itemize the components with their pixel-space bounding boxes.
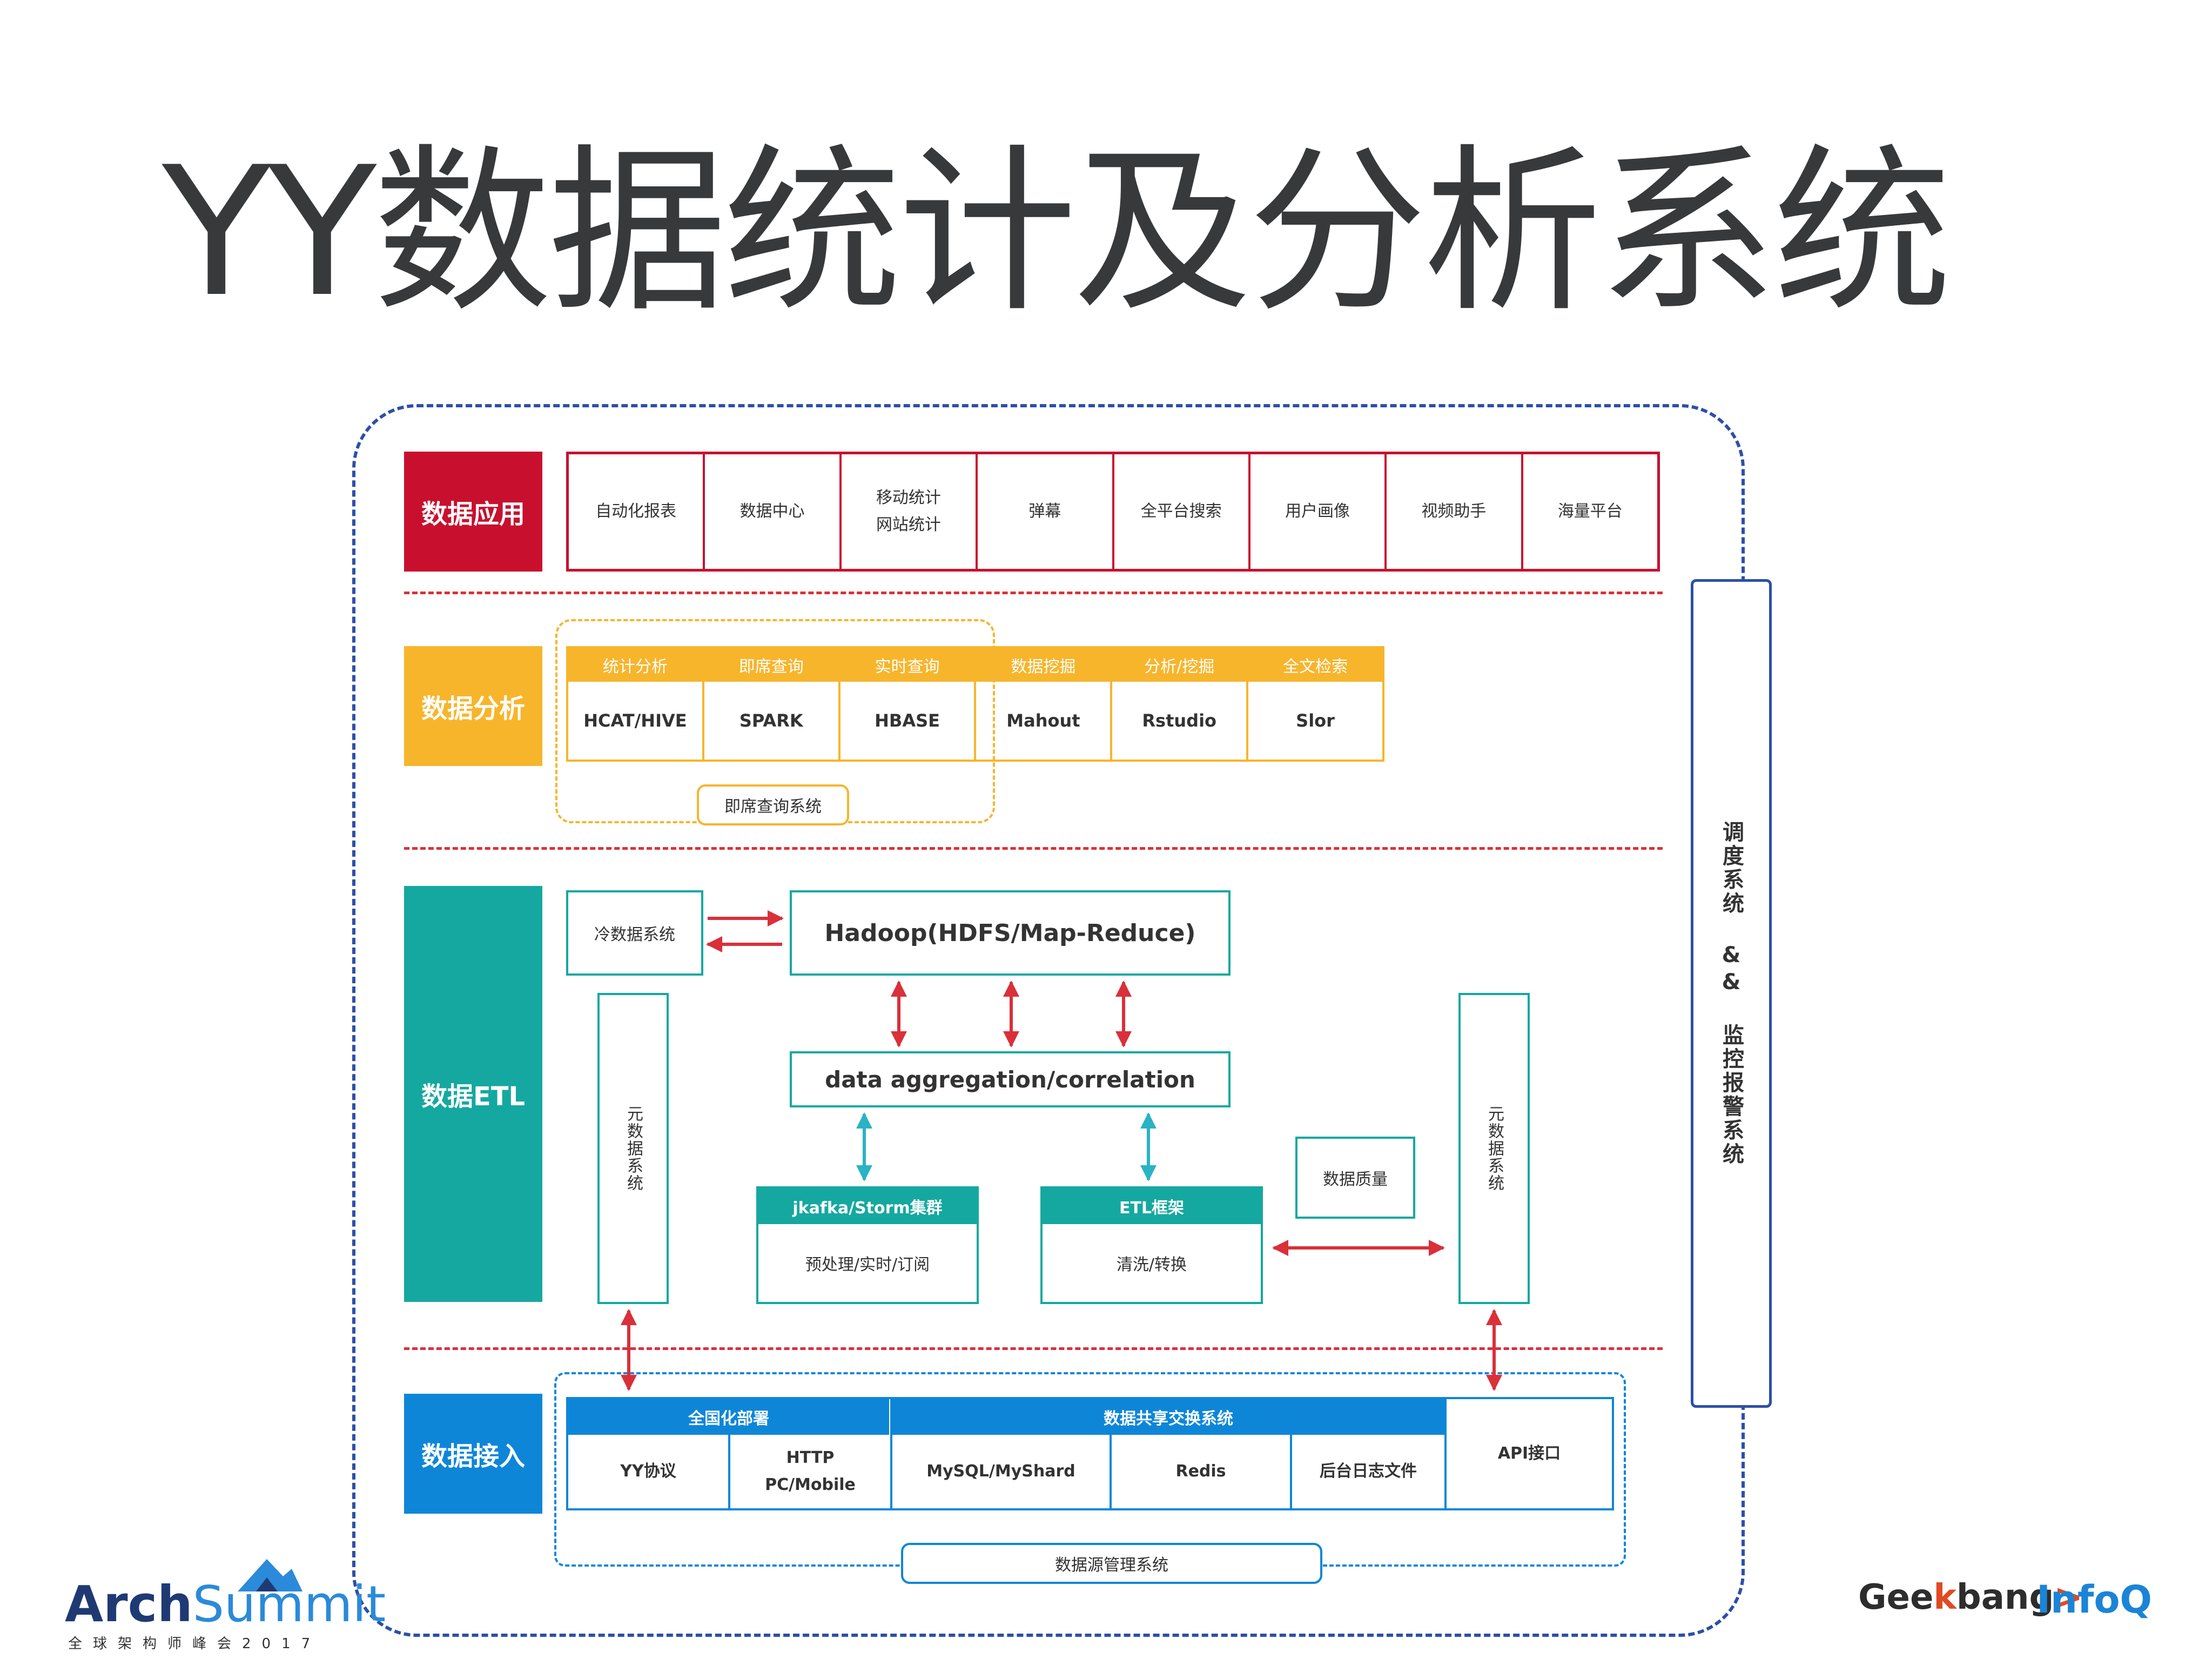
layer-divider xyxy=(404,1347,1663,1350)
etl-framework-body: 清洗/转换 xyxy=(1116,1255,1187,1274)
geekbang-logo-part: > xyxy=(2054,1577,2083,1617)
app-item: 移动统计 网站统计 xyxy=(842,454,978,569)
layer-label-analysis: 数据分析 xyxy=(404,646,542,766)
access-separator xyxy=(728,1435,730,1508)
access-separator xyxy=(1290,1435,1292,1508)
analysis-item: 全文检索 Slor xyxy=(1248,648,1382,760)
analysis-item: 数据挖掘 Mahout xyxy=(976,648,1113,760)
layer-divider xyxy=(404,592,1663,594)
layer-label-etl: 数据ETL xyxy=(404,886,542,1302)
scheduler-monitoring-box: 调度系统 && 监控报警系统 xyxy=(1691,579,1772,1408)
access-item-logs: 后台日志文件 xyxy=(1320,1462,1417,1481)
analysis-item-head: 全文检索 xyxy=(1248,648,1382,682)
layer-label-app: 数据应用 xyxy=(404,452,542,572)
analysis-items-row: 统计分析 HCAT/HIVE 即席查询 SPARK 实时查询 HBASE 数据挖… xyxy=(566,646,1384,762)
infoq-logo: InfoQ xyxy=(2036,1577,2152,1622)
kafka-storm-cluster-body: 预处理/实时/订阅 xyxy=(805,1255,930,1274)
layer-divider xyxy=(404,847,1663,850)
access-separator xyxy=(890,1399,892,1508)
analysis-item: 实时查询 HBASE xyxy=(840,648,977,760)
app-item-label: 视频助手 xyxy=(1421,502,1487,521)
metadata-system-left-label: 元数据系统 xyxy=(624,1105,643,1192)
geekbang-logo-part: bang xyxy=(1956,1577,2054,1617)
archsummit-wordmark-arch: Arch xyxy=(65,1575,193,1633)
access-item-http: HTTP PC/Mobile xyxy=(765,1448,856,1494)
slide-title: YY数据统计及分析系统 xyxy=(162,129,1952,336)
layer-label-access: 数据接入 xyxy=(404,1394,542,1514)
analysis-item-head: 分析/挖掘 xyxy=(1112,648,1247,682)
app-item: 全平台搜索 xyxy=(1114,454,1250,569)
app-item-label: 弹幕 xyxy=(1028,502,1061,521)
access-item-redis: Redis xyxy=(1175,1462,1226,1481)
geekbang-logo: Geekbang> xyxy=(1858,1577,2083,1631)
etl-framework-box: ETL框架 清洗/转换 xyxy=(1040,1186,1263,1304)
analysis-item: 统计分析 HCAT/HIVE xyxy=(568,648,704,760)
access-item-api: API接口 xyxy=(1497,1444,1561,1463)
access-separator xyxy=(1110,1435,1112,1508)
kafka-storm-cluster-box: jkafka/Storm集群 预处理/实时/订阅 xyxy=(756,1186,979,1304)
analysis-item-head: 数据挖掘 xyxy=(976,648,1111,682)
app-item: 海量平台 xyxy=(1523,454,1657,569)
analysis-item-head: 实时查询 xyxy=(840,648,974,682)
app-item-label: 移动统计 网站统计 xyxy=(876,488,941,534)
access-group-head-deploy: 全国化部署 xyxy=(568,1399,889,1435)
archsummit-subtitle: 全球架构师峰会2017 xyxy=(68,1636,321,1652)
access-separator xyxy=(1444,1399,1447,1508)
app-items-row: 自动化报表 数据中心 移动统计 网站统计 弹幕 全平台搜索 用户画像 视频助手 … xyxy=(566,452,1660,572)
analysis-item-head: 即席查询 xyxy=(704,648,838,682)
archsummit-wordmark-summit: Summit xyxy=(192,1575,386,1633)
cold-data-system-box: 冷数据系统 xyxy=(566,890,703,976)
archsummit-logo: ArchSummit 全球架构师峰会2017 xyxy=(65,1556,386,1652)
analysis-item-body: Mahout xyxy=(1006,710,1080,731)
analysis-item: 分析/挖掘 Rstudio xyxy=(1112,648,1249,760)
analysis-item-body: Slor xyxy=(1296,710,1335,731)
access-item-mysql: MySQL/MyShard xyxy=(926,1462,1075,1481)
geekbang-logo-part: Gee xyxy=(1858,1577,1934,1617)
data-source-management-label: 数据源管理系统 xyxy=(901,1543,1322,1584)
mountain-icon xyxy=(238,1559,302,1591)
archsummit-wordmark: ArchSummit xyxy=(65,1577,386,1631)
analysis-item-body: Rstudio xyxy=(1142,710,1217,731)
app-item: 数据中心 xyxy=(705,454,842,569)
app-item: 用户画像 xyxy=(1250,454,1387,569)
metadata-system-right-label: 元数据系统 xyxy=(1485,1105,1504,1192)
kafka-storm-cluster-head: jkafka/Storm集群 xyxy=(758,1188,977,1224)
analysis-item: 即席查询 SPARK xyxy=(704,648,841,760)
metadata-system-left: 元数据系统 xyxy=(597,993,669,1304)
metadata-system-right: 元数据系统 xyxy=(1458,993,1530,1304)
analysis-item-body: HBASE xyxy=(875,710,940,731)
aggregation-box: data aggregation/correlation xyxy=(790,1051,1231,1107)
analysis-item-body: SPARK xyxy=(739,710,803,731)
app-item: 视频助手 xyxy=(1387,454,1523,569)
scheduler-monitoring-label: 调度系统 && 监控报警系统 xyxy=(1719,821,1744,1166)
geekbang-logo-part: k xyxy=(1933,1577,1956,1617)
app-item-label: 自动化报表 xyxy=(595,502,677,521)
app-item-label: 海量平台 xyxy=(1557,502,1623,521)
analysis-item-body: HCAT/HIVE xyxy=(583,710,687,731)
access-group-head-exchange: 数据共享交换系统 xyxy=(892,1399,1444,1435)
access-items-row: 全国化部署 数据共享交换系统 YY协议 HTTP PC/Mobile MySQL… xyxy=(566,1397,1614,1510)
app-item: 弹幕 xyxy=(978,454,1114,569)
adhoc-query-system-label: 即席查询系统 xyxy=(697,784,849,825)
app-item-label: 全平台搜索 xyxy=(1140,502,1222,521)
etl-framework-head: ETL框架 xyxy=(1043,1188,1261,1224)
access-item-yy: YY协议 xyxy=(620,1462,676,1481)
data-quality-box: 数据质量 xyxy=(1295,1137,1415,1219)
app-item-label: 用户画像 xyxy=(1285,502,1350,521)
app-item: 自动化报表 xyxy=(569,454,705,569)
hadoop-box: Hadoop(HDFS/Map-Reduce) xyxy=(790,890,1231,976)
analysis-item-head: 统计分析 xyxy=(568,648,702,682)
app-item-label: 数据中心 xyxy=(739,502,805,521)
